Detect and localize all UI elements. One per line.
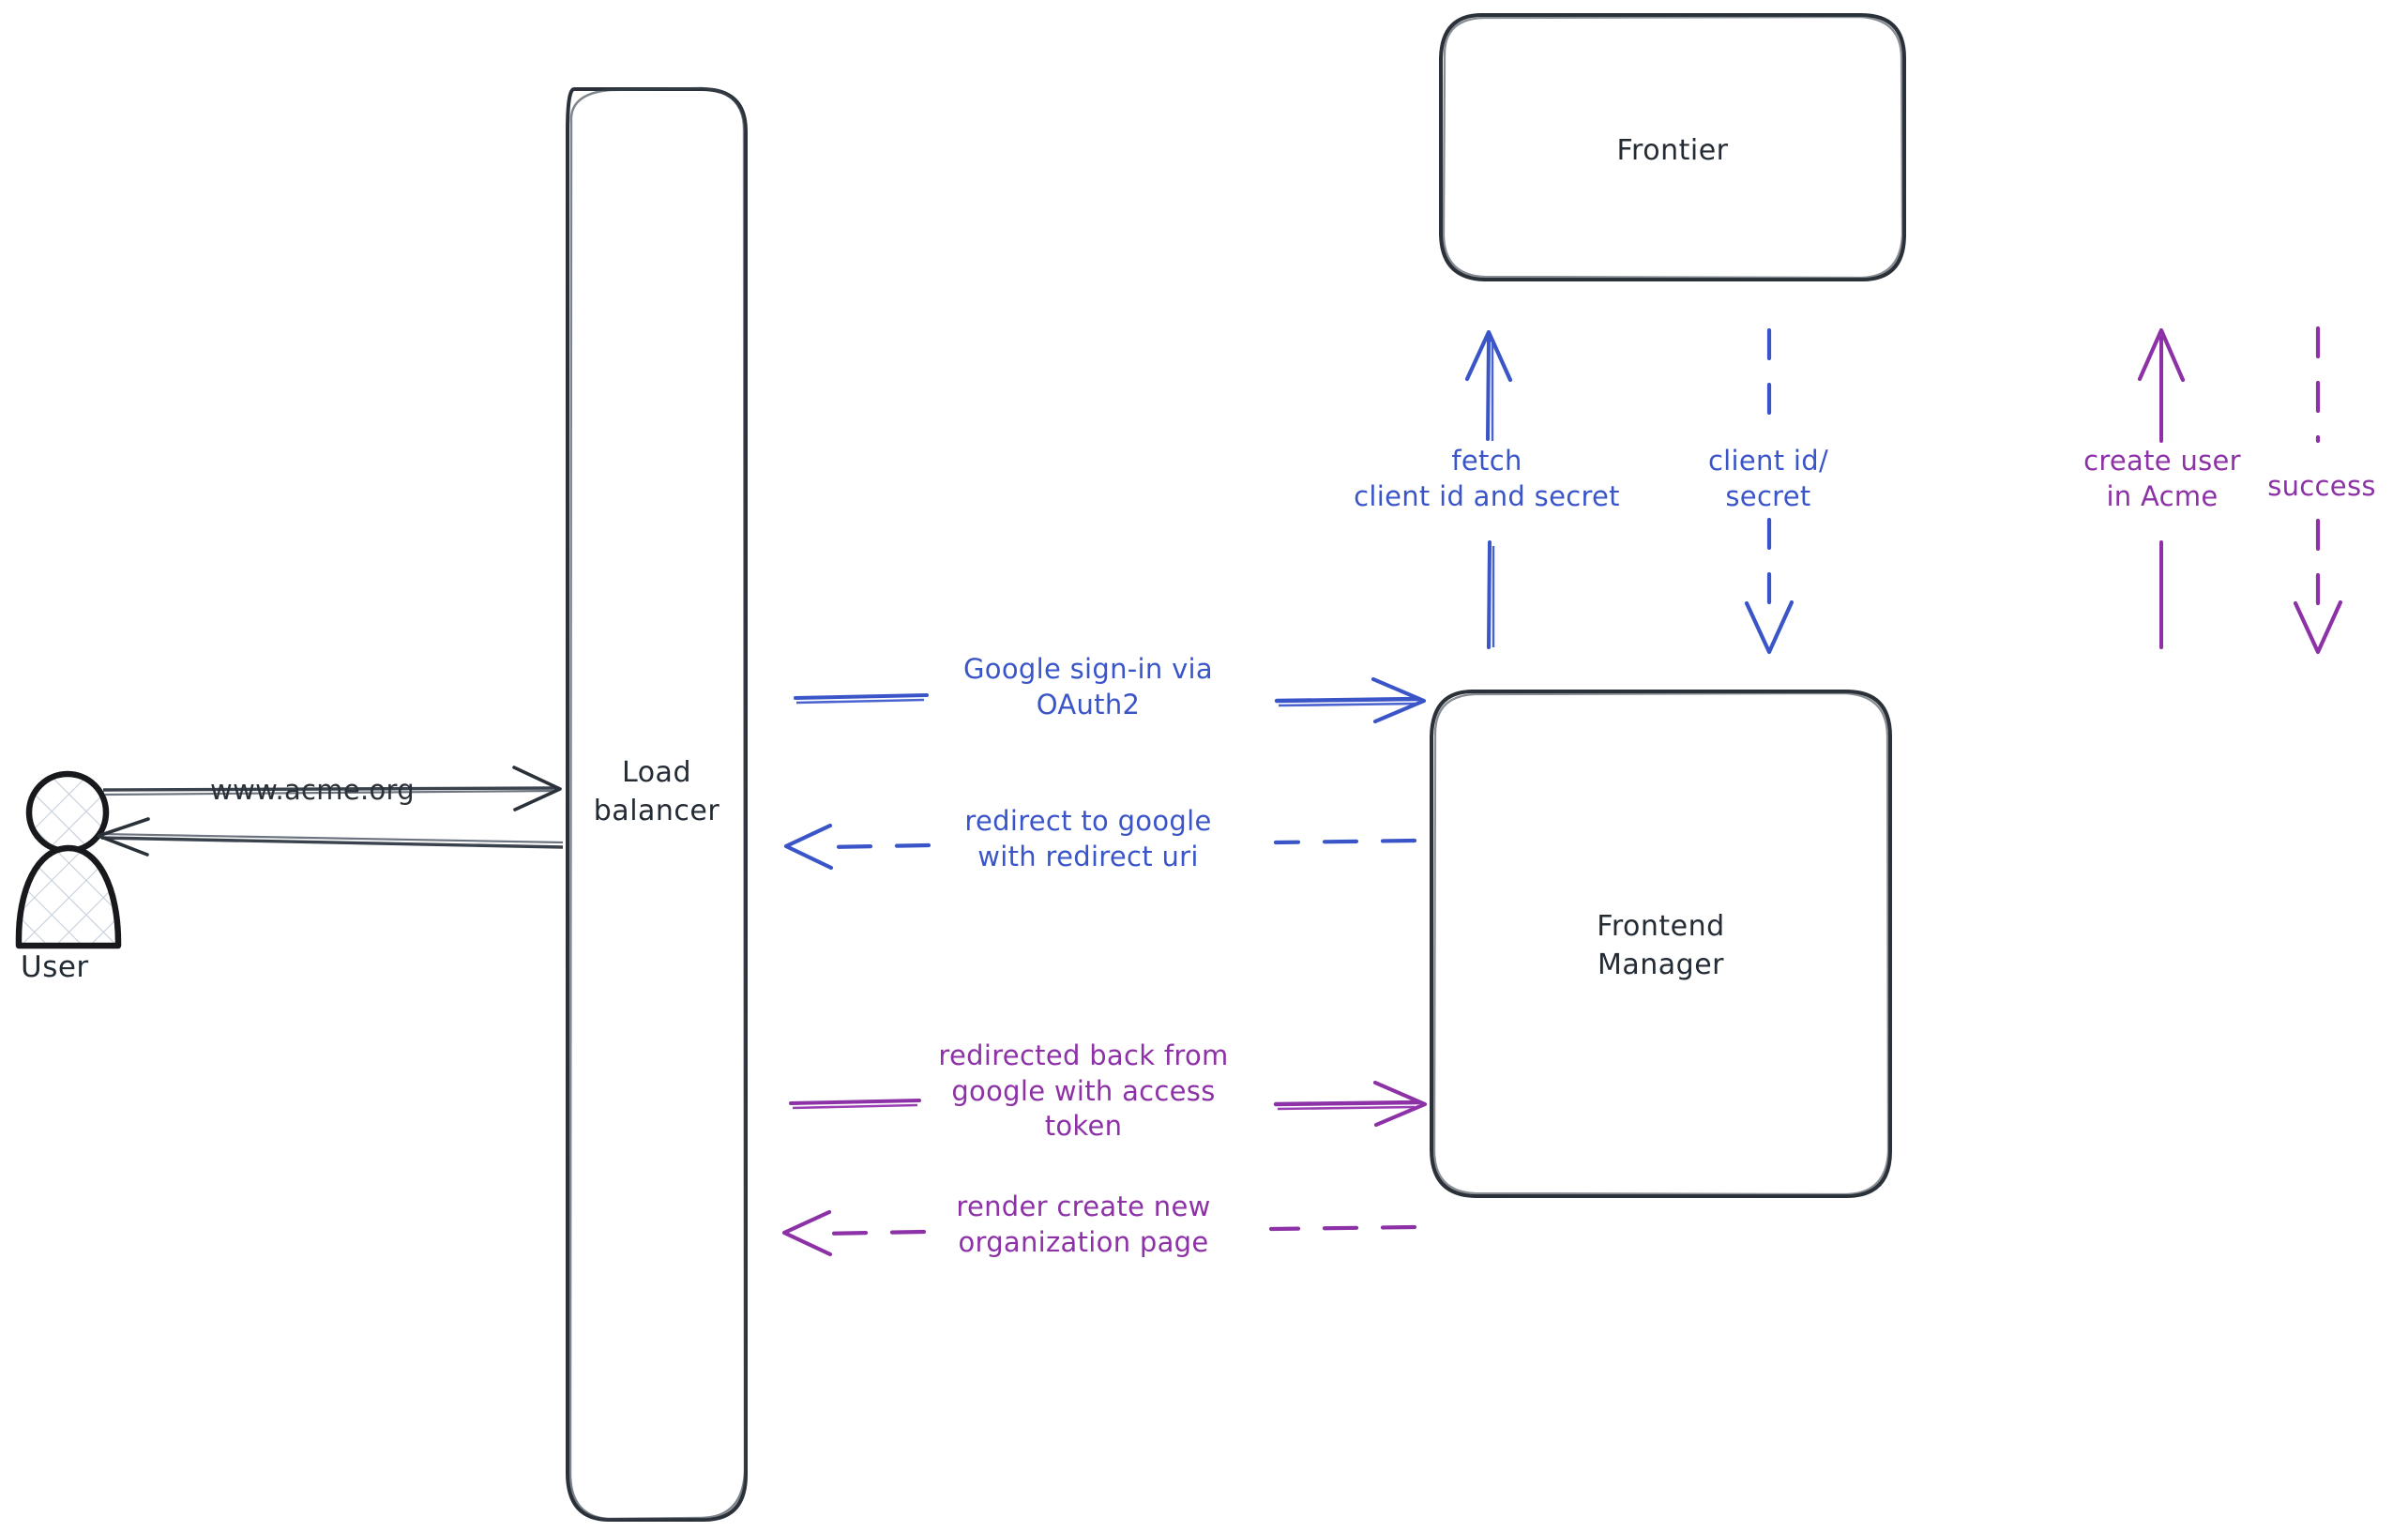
actor-user [15, 770, 122, 949]
edge-fm-to-frontier-create [2137, 327, 2186, 649]
actor-user-label: User [21, 950, 89, 984]
node-frontier-box[interactable] [1439, 13, 1906, 281]
edge-label-fm-to-lb-render: render create new organization page [956, 1191, 1211, 1258]
node-load-balancer-box[interactable] [566, 86, 748, 1522]
node-load-balancer-label: Load balancer [593, 756, 720, 828]
edge-frontier-to-fm-success [2293, 326, 2343, 655]
edge-lb-to-user [97, 817, 564, 857]
node-frontier-label: Frontier [1616, 134, 1729, 167]
edge-frontier-to-fm-creds [1744, 327, 1795, 655]
edge-label-lb-to-fm-token: redirected back from google with access … [938, 1039, 1229, 1143]
edge-user-to-lb [102, 766, 562, 812]
edge-lb-to-fm-signin [794, 676, 1427, 724]
edge-label-lb-to-fm-signin: Google sign-in via OAuth2 [963, 653, 1213, 720]
edge-label-fm-to-frontier-fetch: fetch client id and secret [1354, 445, 1620, 512]
edge-label-frontier-to-fm-success: success [2267, 470, 2376, 502]
edge-fm-to-lb-render [781, 1209, 1417, 1257]
edge-fm-to-frontier-fetch [1464, 329, 1513, 649]
node-frontend-manager-box[interactable] [1430, 690, 1892, 1198]
edge-label-user-to-lb: www.acme.org [210, 774, 415, 806]
edge-fm-to-lb-redirect [783, 823, 1417, 871]
edge-label-frontier-to-fm-creds: client id/ secret [1707, 445, 1829, 512]
edge-lb-to-fm-token [789, 1080, 1428, 1128]
edge-label-fm-to-frontier-create: create user in Acme [2083, 445, 2241, 512]
node-frontend-manager-label: Frontend Manager [1597, 910, 1725, 982]
edge-label-fm-to-lb-redirect: redirect to google with redirect uri [964, 805, 1212, 872]
